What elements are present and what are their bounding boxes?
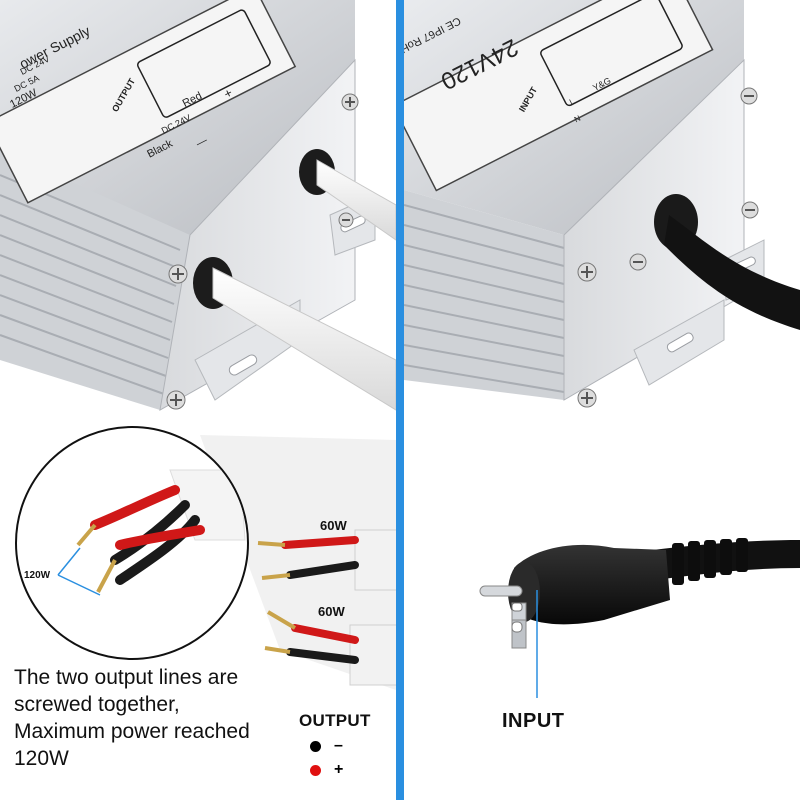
caption-line-3: Maximum power reached	[14, 720, 250, 743]
legend-row-positive: +	[299, 761, 395, 779]
ground-pin	[479, 585, 523, 597]
label-neutral: N	[573, 114, 582, 125]
label-live: L	[568, 96, 577, 106]
legend-positive-sign: +	[334, 761, 344, 778]
zoom-power-tag: 120W	[24, 570, 51, 581]
upper-wire-pair	[257, 529, 396, 591]
caption-line-1: The two output lines are	[14, 666, 239, 689]
lower-pair-power-tag: 60W	[318, 604, 345, 619]
upper-pair-power-tag: 60W	[320, 518, 347, 533]
left-output-panel: ower Supply DC 24V DC 5A 120W OUTPUT Red…	[0, 0, 396, 800]
caption-line-2: screwed together,	[14, 693, 180, 716]
legend-negative-sign: –	[334, 737, 343, 754]
input-side-photo: CE IP67 RoH 24V120 INPUT Y&G L N	[404, 0, 800, 698]
output-legend-title: OUTPUT	[299, 711, 371, 730]
output-legend: OUTPUT – +	[299, 711, 395, 779]
panel-divider	[396, 0, 404, 800]
black-dot-icon	[310, 740, 321, 752]
plug-body	[514, 544, 670, 625]
red-dot-icon	[310, 764, 321, 776]
right-input-panel: CE IP67 RoH 24V120 INPUT Y&G L N INPUT	[404, 0, 800, 800]
caption-line-4: 120W	[14, 747, 69, 770]
caption-text: The two output lines are screwed togethe…	[14, 664, 314, 772]
legend-row-negative: –	[299, 737, 395, 755]
screw-icon	[168, 264, 188, 284]
output-side-photo: ower Supply DC 24V DC 5A 120W OUTPUT Red…	[0, 0, 396, 690]
input-label-sticker	[404, 0, 714, 192]
plug-strain-relief	[672, 538, 748, 585]
label-minus: —	[194, 134, 209, 150]
lower-wire-pair	[264, 610, 396, 686]
output-label-sticker	[0, 0, 297, 204]
input-label: INPUT	[502, 710, 565, 732]
output-cable	[212, 267, 396, 411]
input-cable	[664, 215, 800, 330]
